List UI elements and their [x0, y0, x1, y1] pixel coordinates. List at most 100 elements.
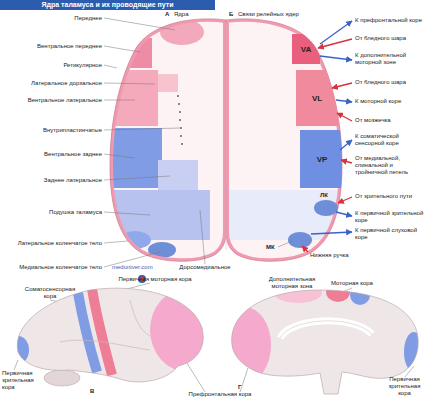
nucleus-abbrev: ЛК	[320, 192, 332, 199]
lamina-dot	[177, 95, 179, 97]
pathway-label: От медиальной, спинальной и тройничной п…	[355, 155, 427, 176]
watermark: meduniver.com	[112, 264, 168, 271]
nucleus-label: Внутрипластинчатые	[2, 127, 102, 134]
efferent-arrow	[340, 140, 352, 150]
va-nucleus	[100, 38, 152, 68]
panel-letter: А	[165, 11, 173, 18]
nucleus-label: Вентральное латеральное	[2, 97, 102, 104]
sulcus	[60, 340, 150, 350]
brain-outline	[17, 288, 203, 382]
diagram-title: Ядра таламуса и их проводящие пути	[0, 0, 215, 10]
nucleus-fill	[300, 130, 344, 188]
prefrontal-area	[219, 307, 271, 383]
leader-line	[104, 65, 117, 68]
lateral-geniculate	[314, 200, 338, 216]
medial-brain-areas	[219, 282, 424, 383]
leader-line	[200, 210, 205, 264]
pathway-label: Нижняя ручка	[310, 252, 360, 259]
efferent-arrow	[311, 232, 352, 234]
thalamus-fill	[100, 10, 230, 270]
efferent-arrow	[336, 100, 352, 102]
cortex-label: Первичная зрительная кора	[382, 376, 427, 397]
nucleus-region: VP	[300, 130, 344, 188]
corpus-callosum	[280, 321, 372, 338]
leader-line	[14, 360, 18, 370]
nucleus-label: Ретикулярное	[2, 62, 102, 69]
right-thalamus-fill	[226, 10, 356, 270]
nucleus-abbrev: VP	[317, 155, 328, 164]
afferent-arrow	[341, 160, 352, 163]
nucleus-region: VL	[296, 70, 338, 126]
leader-line	[104, 241, 128, 243]
afferent-arrow	[302, 246, 308, 252]
leader-line	[185, 360, 205, 392]
visual-area	[404, 332, 424, 372]
nucleus-label: Заднее латеральное	[2, 177, 102, 184]
pathway-label: От бледного шара	[355, 35, 427, 42]
afferent-arrow	[337, 113, 352, 121]
medial-geniculate	[288, 232, 312, 248]
pathway-label: От бледного шара	[355, 79, 427, 86]
efferent-arrow	[320, 21, 352, 44]
efferent-arrow	[320, 56, 352, 60]
thalamus-fill	[226, 10, 356, 270]
pathway-label: К первичной зрительной коре	[355, 210, 427, 224]
afferent-arrow	[338, 197, 352, 203]
leader-line	[278, 241, 292, 247]
prefrontal-area	[150, 288, 226, 372]
pathway-label: К префронтальной коре	[355, 17, 427, 24]
cortex-label: Моторная кора	[326, 280, 378, 287]
leader-line	[104, 83, 155, 84]
title-bar	[0, 0, 215, 10]
nucleus-label: Медиальное коленчатое тело	[0, 264, 102, 271]
leader-line	[104, 154, 135, 158]
pathway-label: К моторной коре	[355, 98, 427, 105]
nucleus-label: Вентральное переднее	[2, 43, 102, 50]
panel-letter: Г	[238, 384, 248, 391]
vl-nucleus	[100, 70, 158, 126]
panel-letter: Б	[229, 11, 237, 18]
nucleus-label: Переднее	[2, 15, 102, 22]
motor-area	[92, 289, 112, 375]
lamina-dot	[179, 111, 181, 113]
lamina-dot	[179, 119, 181, 121]
leader-line	[104, 46, 140, 52]
vp-nucleus	[100, 128, 162, 188]
nucleus-label: Подушка таламуса	[2, 209, 102, 216]
leader-line	[104, 176, 170, 180]
leader-line	[104, 100, 135, 101]
cortex-label: Дополнительная моторная зона	[262, 276, 322, 290]
internal-lamina-dots	[177, 95, 183, 145]
pathway-label: От мозжечка	[355, 117, 427, 124]
cortex-label: Префронтальная кора	[178, 391, 262, 398]
nucleus-abbrev: VL	[312, 94, 322, 103]
pathway-label: От зрительного пути	[355, 193, 427, 200]
afferent-arrow	[318, 39, 352, 48]
nucleus-label: Дорсомедиальное	[170, 264, 240, 271]
nucleus-label: Вентральное заднее	[2, 151, 102, 158]
cerebellum	[44, 370, 80, 386]
leader-line	[104, 18, 175, 30]
cortex-label: Соматосенсорная кора	[22, 286, 78, 300]
reticular-shell	[110, 19, 226, 261]
lp-nucleus	[158, 160, 198, 192]
nucleus-label: Латеральное коленчатое тело	[0, 240, 102, 247]
thalamus-outline	[110, 19, 226, 261]
panel-title: Ядра	[174, 11, 214, 18]
nucleus-abbrev: VA	[301, 45, 312, 54]
sulcus	[130, 300, 150, 336]
nucleus-label: Латеральное дорзальное	[2, 80, 102, 87]
leader-line	[104, 212, 150, 215]
midline	[226, 22, 227, 250]
pathway-label: К дополнительной моторной зоне	[355, 52, 427, 66]
cortex-label: Первичная зрительная кора	[2, 370, 42, 391]
lamina-dot	[181, 143, 183, 145]
lamina-dot	[180, 127, 182, 129]
pathway-arrows	[302, 21, 352, 252]
pathway-label: К первичной слуховой коре	[355, 227, 427, 241]
lamina-dot	[180, 135, 182, 137]
cortex-label: Первичная моторная кора	[110, 276, 200, 283]
left-thalamus-nuclei	[100, 10, 230, 270]
